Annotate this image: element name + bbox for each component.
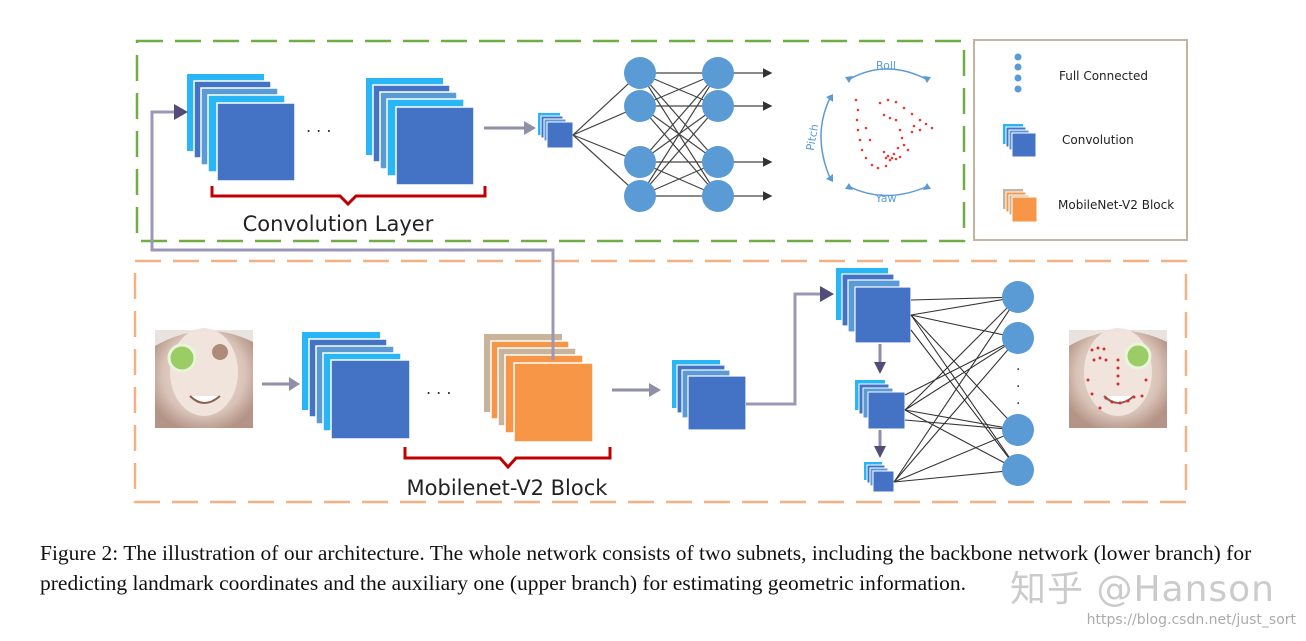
upper-fc-nodes (624, 57, 734, 212)
multiscale-conv-small (864, 462, 895, 493)
lower-fc-connections (893, 296, 1019, 483)
architecture-figure: . . . Convolution Layer (133, 39, 1188, 504)
upper-brace (210, 186, 487, 207)
svg-text:.: . (1016, 358, 1020, 374)
legend-conv-icon (1003, 124, 1037, 158)
legend-fc-icon (1014, 53, 1022, 93)
legend-mobilenet-icon (1003, 189, 1038, 223)
upper-branch-box (135, 39, 966, 243)
zhihu-watermark: 知乎 @Hanson (1010, 569, 1275, 610)
upper-ellipsis: . . . (306, 117, 331, 136)
output-face-image (1069, 328, 1167, 428)
upper-conv-stack-1 (187, 74, 296, 182)
landmark-points-3d (854, 98, 934, 170)
lower-branch-label: Mobilenet-V2 Block (407, 476, 609, 500)
legend-mobilenet: MobileNet-V2 Block (1058, 198, 1174, 212)
lower-ellipsis: . . . (426, 379, 451, 398)
upper-conv-stack-2 (366, 78, 475, 186)
pose-diagram: Roll Pitch Yaw (804, 59, 934, 205)
lower-to-branch-connector (746, 292, 822, 406)
multiscale-conv-large (836, 268, 912, 344)
multiscale-conv-medium (855, 380, 906, 430)
svg-text:.: . (1016, 375, 1020, 391)
lower-fc-ellipsis: . . . (1016, 358, 1020, 408)
roll-label: Roll (876, 59, 896, 72)
upper-branch-label: Convolution Layer (243, 212, 434, 236)
legend-convolution: Convolution (1062, 133, 1134, 147)
lower-fc-nodes (1002, 281, 1034, 486)
yaw-label: Yaw (875, 192, 897, 205)
svg-text:.: . (1016, 392, 1020, 408)
upper-fc-connections (572, 68, 773, 201)
legend-box (973, 39, 1188, 241)
mobilenet-block-stack (484, 334, 594, 443)
input-face-image (155, 328, 253, 428)
lower-mid-conv (672, 360, 747, 431)
lower-brace (403, 447, 612, 470)
legend-full-connected: Full Connected (1059, 69, 1148, 83)
figure-caption: Figure 2: The illustration of our archit… (40, 541, 1252, 595)
lower-conv-stack (302, 332, 411, 440)
url-watermark: https://blog.csdn.net/just_sort (1086, 612, 1296, 628)
pitch-label: Pitch (804, 123, 821, 152)
upper-small-conv (538, 113, 574, 149)
